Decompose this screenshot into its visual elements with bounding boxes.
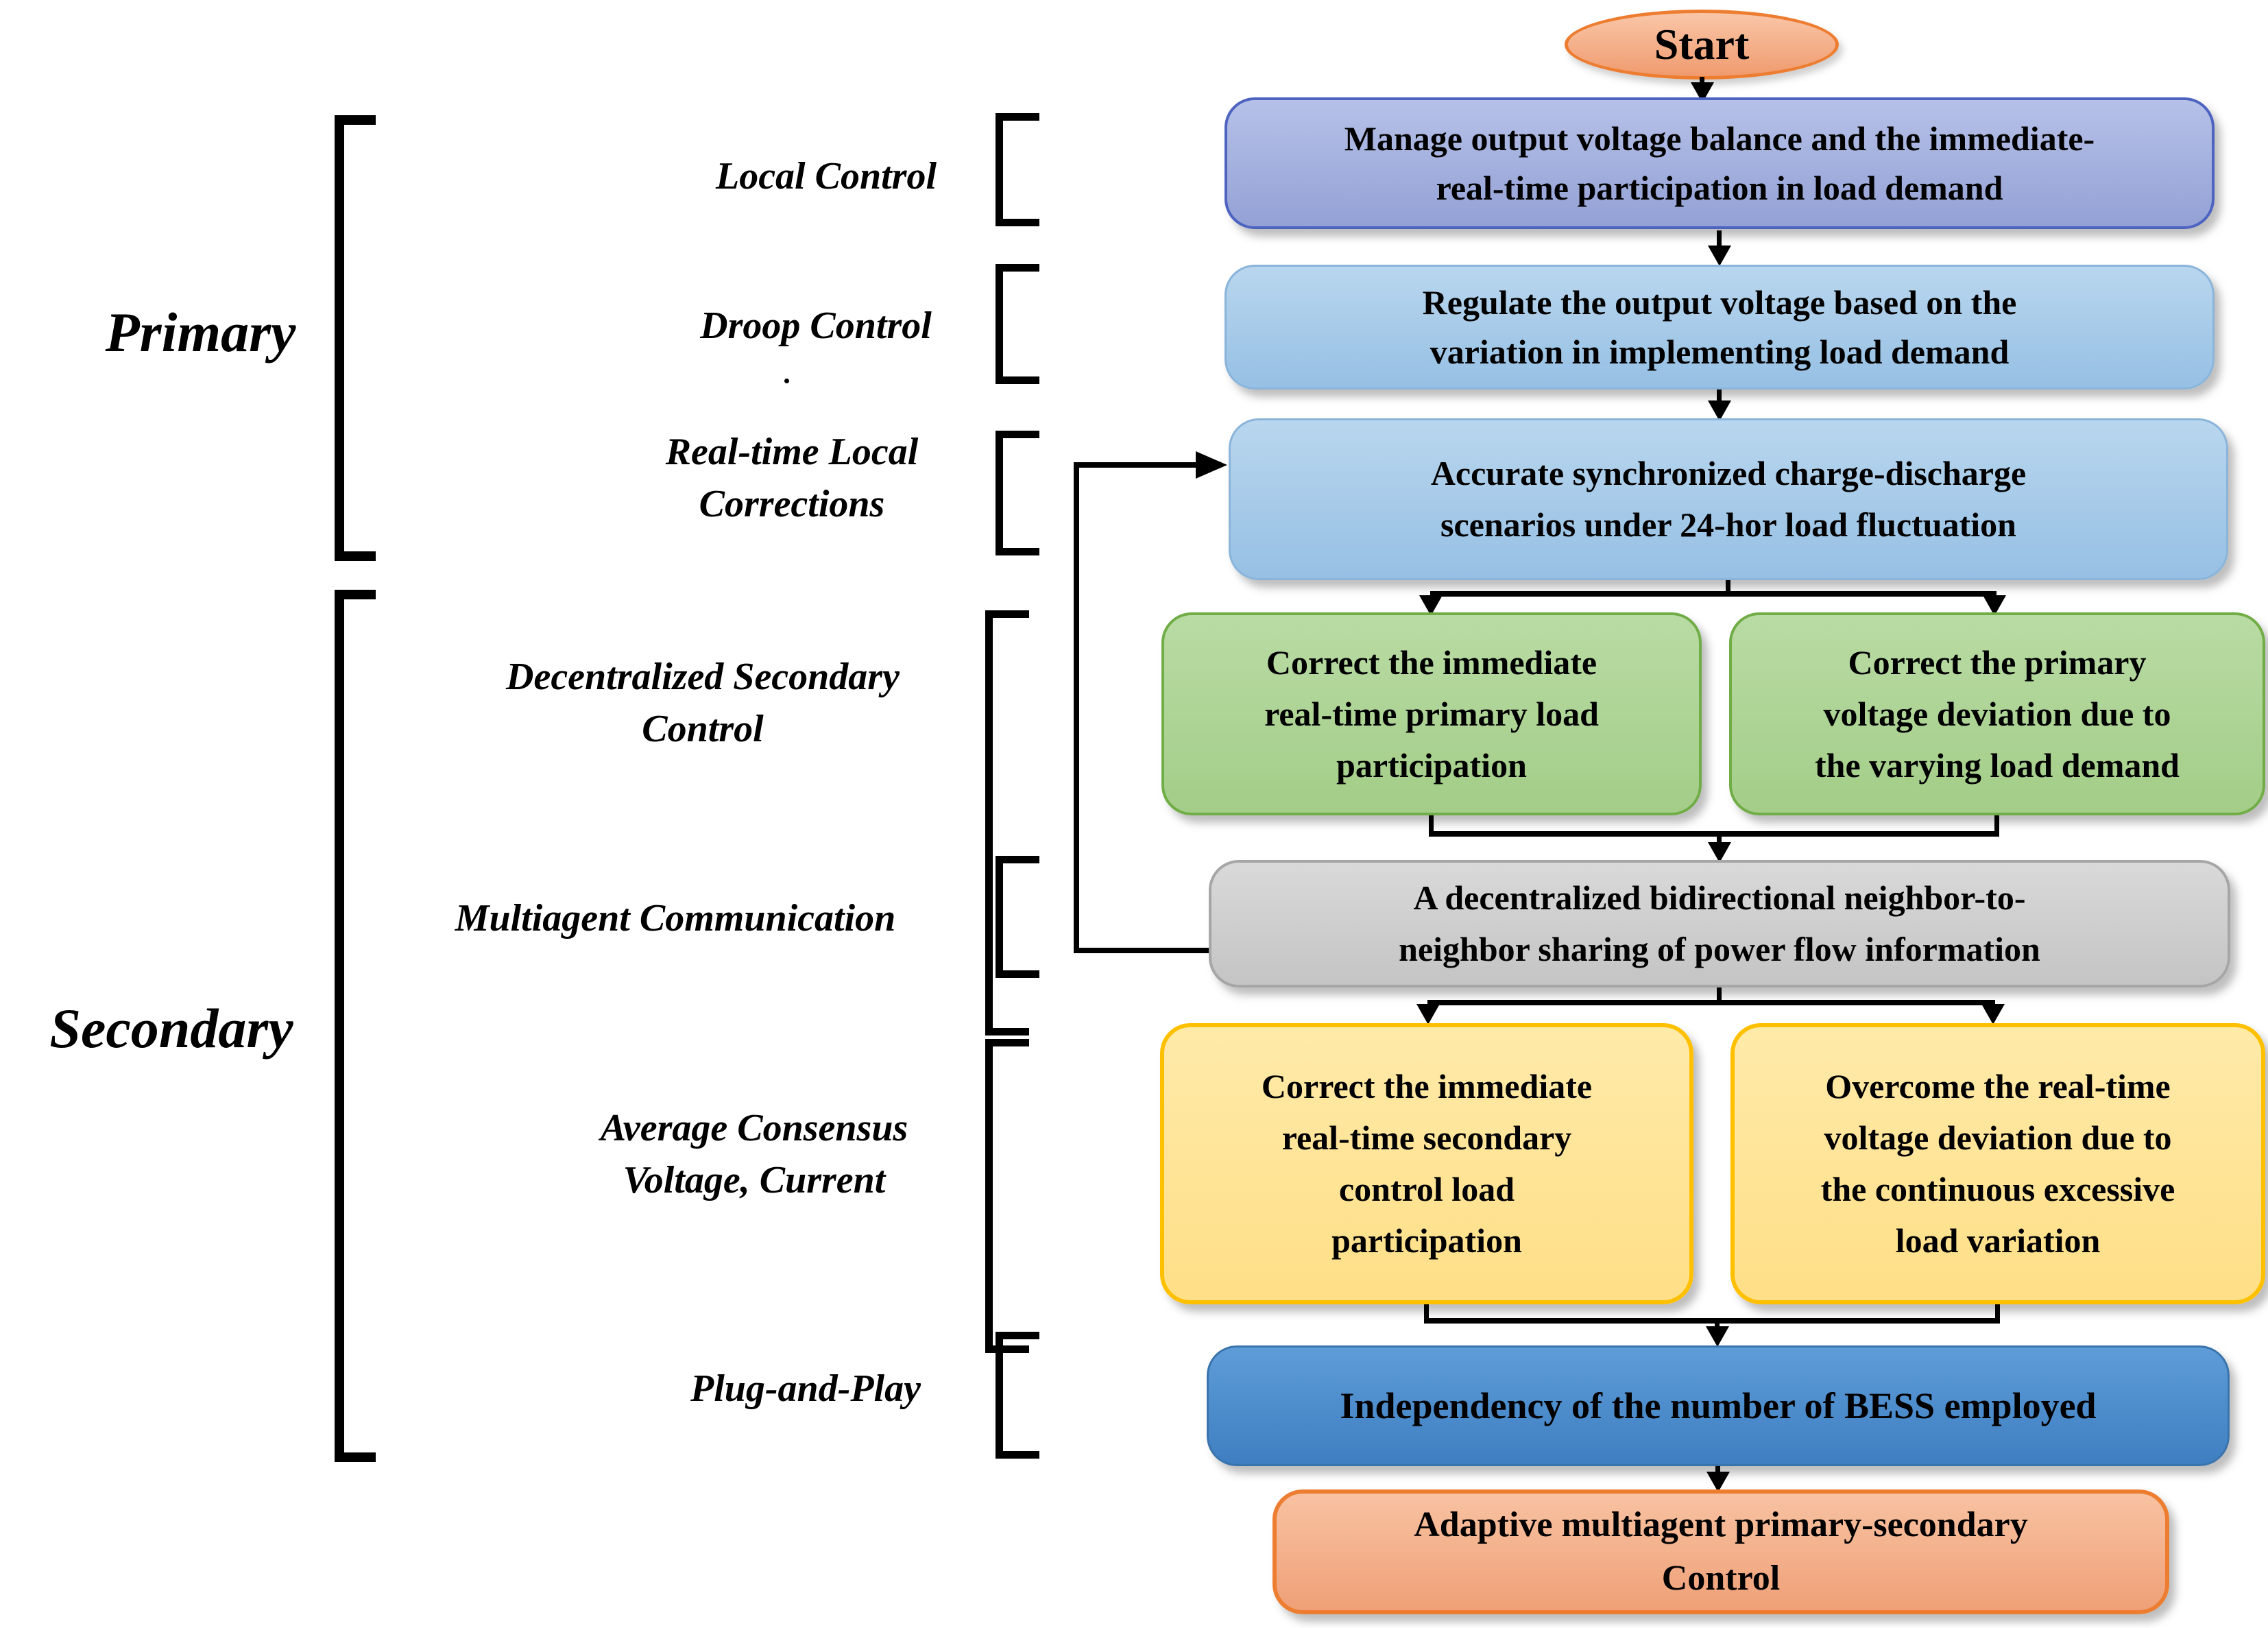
regulate-voltage-box: Regulate the output voltage based on the… xyxy=(1225,265,2215,390)
stray-dot xyxy=(784,379,789,383)
multiagent-communication-bracket xyxy=(996,856,1039,978)
arrowhead-blue-to-orange xyxy=(1706,1472,1730,1492)
label-local-control: Local Control xyxy=(715,155,937,197)
split-gray-stub xyxy=(1717,987,1722,1005)
arrow-regulate-to-accurate xyxy=(1717,390,1722,406)
arrowhead-regulate-to-accurate xyxy=(1708,400,1731,421)
correct-primary-voltage-box: Correct the primary voltage deviation du… xyxy=(1729,612,2265,815)
arrowhead-feedback-to-accurate xyxy=(1196,451,1227,479)
correct-primary-load-box: Correct the immediate real-time primary … xyxy=(1161,612,1702,815)
split-accurate-hline xyxy=(1430,591,1996,597)
feedback-vline xyxy=(1074,462,1079,953)
merge-yellow-right-stub xyxy=(1995,1304,2000,1324)
correct-secondary-load-box: Correct the immediate real-time secondar… xyxy=(1160,1023,1693,1304)
label-droop-control: Droop Control xyxy=(700,304,932,347)
primary-bracket xyxy=(335,115,376,561)
droop-control-bracket xyxy=(996,264,1039,384)
accurate-scenarios-box: Accurate synchronized charge-discharge s… xyxy=(1229,418,2228,580)
arrowhead-to-yellow-left xyxy=(1416,1004,1440,1025)
merge-green-left-stub xyxy=(1429,815,1434,837)
arrowhead-to-blue xyxy=(1706,1326,1729,1347)
group-label-secondary: Secondary xyxy=(49,997,293,1060)
manage-voltage-box: Manage output voltage balance and the im… xyxy=(1225,97,2215,229)
group-label-primary: Primary xyxy=(105,301,296,363)
label-average-consensus: Average Consensus Voltage, Current xyxy=(600,1107,908,1201)
overcome-voltage-box: Overcome the real-time voltage deviation… xyxy=(1730,1023,2265,1304)
merge-green-hline xyxy=(1429,831,1999,837)
arrowhead-manage-to-regulate xyxy=(1708,246,1731,266)
decentralized-secondary-bracket xyxy=(985,610,1029,1036)
arrowhead-to-yellow-right xyxy=(1981,1004,2005,1025)
label-realtime-local-corrections: Real-time Local Corrections xyxy=(665,431,919,525)
label-plug-and-play: Plug-and-Play xyxy=(690,1367,921,1410)
realtime-corrections-bracket xyxy=(996,431,1039,555)
plug-and-play-bracket xyxy=(996,1332,1039,1459)
split-gray-hline xyxy=(1427,1000,1995,1005)
adaptive-control-box: Adaptive multiagent primary-secondary Co… xyxy=(1272,1489,2169,1614)
merge-green-right-stub xyxy=(1994,815,1999,837)
feedback-exit-hline xyxy=(1074,948,1209,953)
arrowhead-to-gray xyxy=(1708,842,1731,863)
start-node: Start xyxy=(1565,10,1839,80)
independency-box: Independency of the number of BESS emplo… xyxy=(1207,1345,2230,1466)
local-control-bracket xyxy=(996,113,1039,226)
average-consensus-bracket xyxy=(985,1039,1029,1353)
merge-green-center-stub xyxy=(1717,837,1722,846)
neighbor-sharing-box: A decentralized bidirectional neighbor-t… xyxy=(1209,860,2230,987)
merge-yellow-left-stub xyxy=(1424,1304,1429,1324)
split-accurate-stub xyxy=(1726,580,1730,597)
label-multiagent-communication: Multiagent Communication xyxy=(455,897,896,939)
arrow-manage-to-regulate xyxy=(1717,230,1722,250)
merge-yellow-hline xyxy=(1424,1318,2000,1324)
label-decentralized-secondary-control: Decentralized Secondary Control xyxy=(506,656,900,750)
feedback-top-hline xyxy=(1074,462,1197,468)
secondary-bracket xyxy=(335,590,376,1462)
